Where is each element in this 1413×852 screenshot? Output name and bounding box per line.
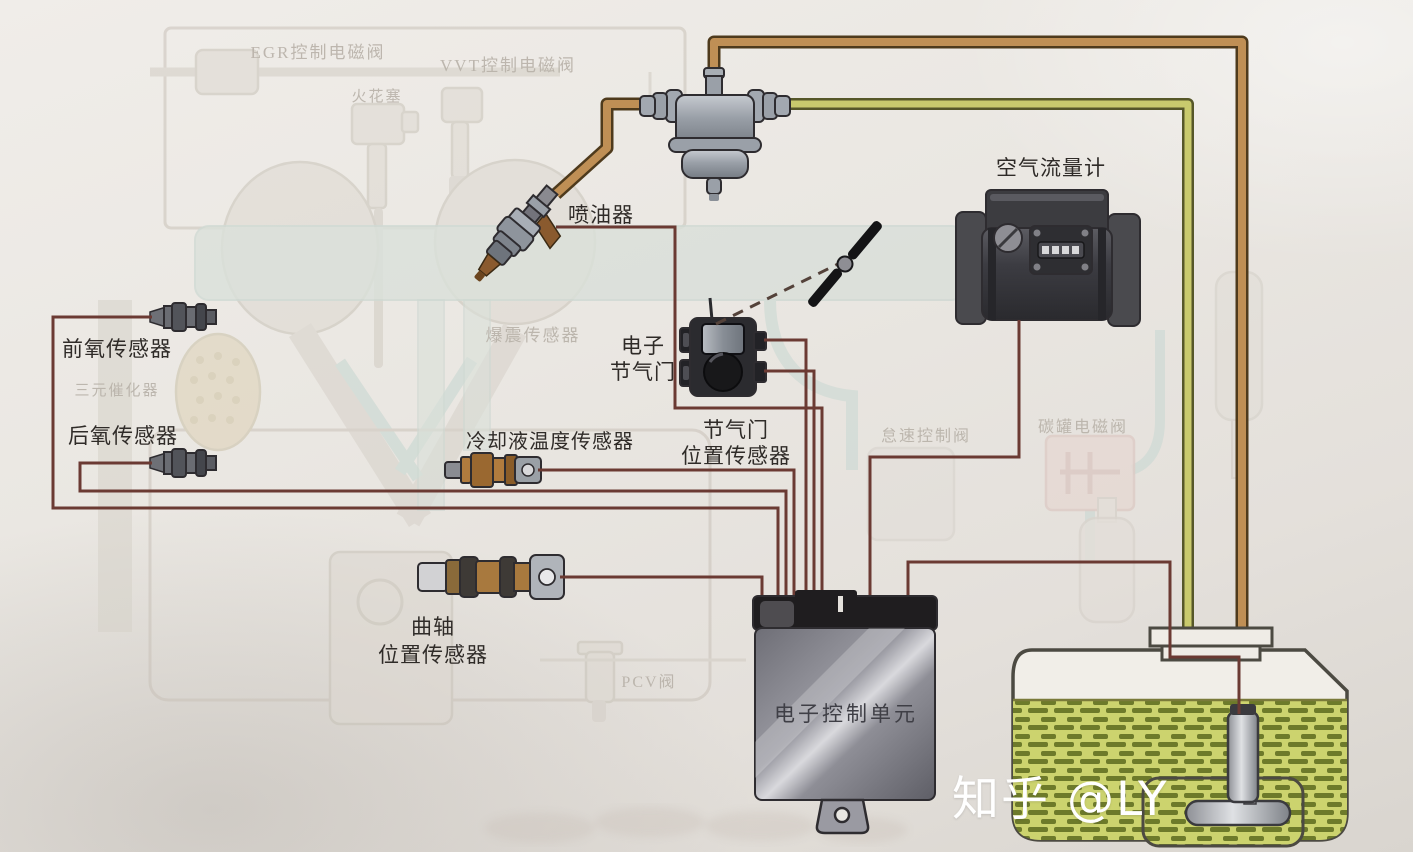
label-air-flow-meter: 空气流量计 — [996, 156, 1106, 180]
signal-wires — [51, 225, 1241, 714]
watermark: 知乎 @LY — [952, 772, 1169, 827]
wire-front-oxygen-sensor — [51, 315, 780, 596]
wire-injector — [556, 225, 824, 596]
wire-fuel-pump — [906, 560, 1241, 714]
rear-oxygen-sensor-device — [149, 448, 217, 478]
fuel-tank — [1011, 626, 1349, 848]
label-rear-oxygen-sensor: 后氧传感器 — [68, 424, 178, 448]
label-egr-valve: EGR控制电磁阀 — [250, 43, 386, 62]
label-front-oxygen-sensor: 前氧传感器 — [62, 337, 172, 361]
fuel-filter — [639, 67, 791, 201]
label-pcv-valve: PCV阀 — [621, 674, 677, 691]
crankshaft-sensor-device — [417, 554, 565, 600]
front-oxygen-sensor-device — [149, 302, 217, 332]
label-ecu: 电子控制单元 — [774, 702, 918, 726]
coolant-temp-sensor-device — [444, 452, 542, 488]
ecu-device — [752, 590, 938, 835]
fuel-injector-device — [474, 184, 562, 282]
label-spark-plug: 火花塞 — [351, 89, 403, 105]
label-knock-sensor: 爆震传感器 — [485, 326, 581, 345]
label-fuel-injector: 喷油器 — [568, 203, 634, 227]
label-crankshaft-sensor-line1: 曲轴 — [411, 615, 455, 639]
wire-crankshaft-sensor — [560, 575, 764, 596]
label-electronic-throttle-line2: 节气门 — [610, 360, 676, 384]
label-vvt-valve: VVT控制电磁阀 — [440, 56, 576, 75]
label-electronic-throttle-line1: 电子 — [621, 334, 665, 358]
tank-filler-flange — [1148, 626, 1274, 648]
fuel-pump — [1184, 704, 1292, 827]
electronic-throttle-device — [679, 297, 767, 397]
label-throttle-position-sensor-line1: 节气门 — [703, 418, 769, 442]
label-coolant-temp-sensor: 冷却液温度传感器 — [466, 431, 634, 453]
wire-air-flow-meter — [868, 320, 1021, 596]
page-bleed-through — [485, 807, 907, 843]
label-catalytic-converter: 三元催化器 — [74, 383, 160, 399]
wire-rear-oxygen-sensor — [78, 461, 788, 596]
label-crankshaft-sensor-line2: 位置传感器 — [378, 643, 488, 667]
fuel-return-pipe — [788, 98, 1194, 628]
wire-throttle-b — [764, 369, 816, 596]
wire-coolant-sensor — [538, 468, 796, 596]
air-flow-meter-device — [955, 189, 1141, 327]
faded-engine-background — [98, 26, 1264, 843]
wire-throttle-a — [764, 338, 808, 596]
label-throttle-position-sensor-line2: 位置传感器 — [681, 444, 791, 468]
label-canister-solenoid-valve: 碳罐电磁阀 — [1037, 419, 1129, 436]
throttle-butterfly-valve — [715, 221, 882, 326]
label-idle-control-valve: 怠速控制阀 — [880, 428, 972, 445]
